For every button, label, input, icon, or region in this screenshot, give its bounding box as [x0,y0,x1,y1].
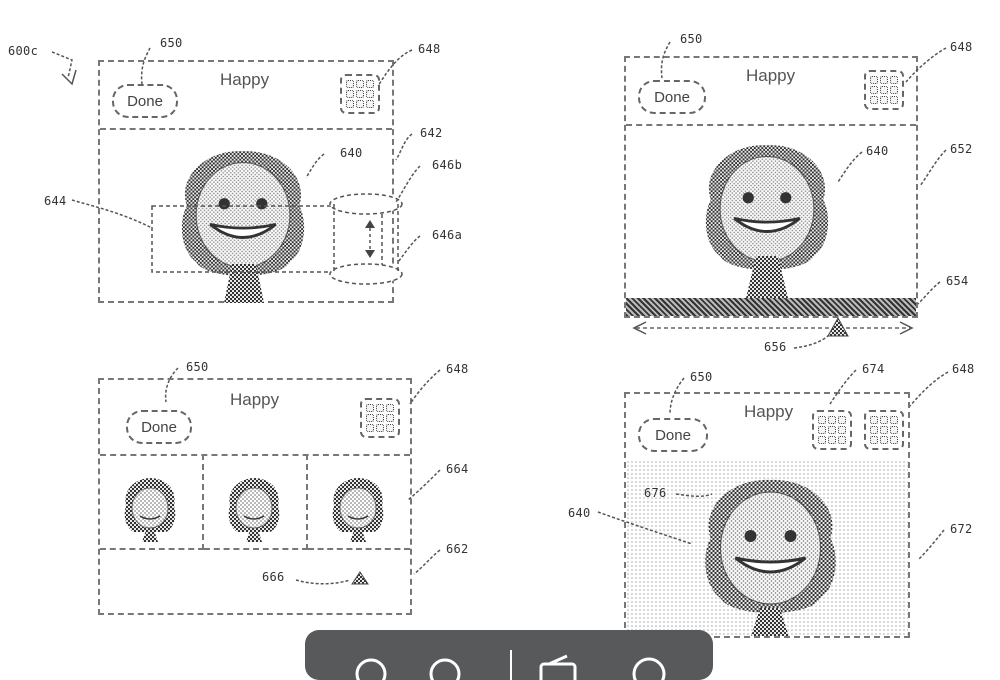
ref-label-672: 672 [950,522,973,536]
ref-label-650: 650 [680,32,703,46]
ref-label-648: 648 [952,362,975,376]
info-icon[interactable] [632,657,666,680]
viewer-toolbar [305,630,713,680]
panel-top-right: Happy Done [624,56,918,318]
effects-grid-icon[interactable] [812,410,852,450]
ref-label-640: 640 [568,506,591,520]
grid-icon[interactable] [340,74,380,114]
ref-label-674: 674 [862,362,885,376]
ref-label-646a: 646a [432,228,463,242]
avatar-option[interactable] [204,454,308,550]
share-icon[interactable] [539,654,577,680]
avatar-image [180,149,306,303]
panel-top-left: Happy Done [98,60,394,303]
grid-icon[interactable] [864,70,904,110]
ref-label-656: 656 [764,340,787,354]
ref-label-652: 652 [950,142,973,156]
panel-header [626,58,916,126]
done-button[interactable]: Done [638,418,708,452]
ref-label-642: 642 [420,126,443,140]
ref-label-676: 676 [644,486,667,500]
ref-label-654: 654 [946,274,969,288]
avatar-image [704,143,830,298]
panel-header [100,380,410,456]
zoom-out-icon[interactable] [355,658,387,680]
ref-label-650: 650 [160,36,183,50]
panel-bottom-left: Happy Done [98,378,412,615]
panel-title: Happy [220,70,270,89]
done-button[interactable]: Done [638,80,706,114]
ref-label-648: 648 [446,362,469,376]
ref-label-644: 644 [44,194,67,208]
done-button[interactable]: Done [112,84,178,118]
panel-title: Happy [744,402,794,421]
done-button[interactable]: Done [126,410,192,444]
ref-label-662: 662 [446,542,469,556]
ref-label-650: 650 [690,370,713,384]
avatar-option[interactable] [308,454,410,550]
panel-bottom-right: Happy Done [624,392,910,638]
ref-label-664: 664 [446,462,469,476]
panel-header [100,62,392,130]
avatar-image [703,478,838,636]
avatar-option[interactable] [100,454,204,550]
zoom-in-icon[interactable] [429,658,461,680]
ref-label-646b: 646b [432,158,463,172]
ref-label-640: 640 [340,146,363,160]
ref-label-650: 650 [186,360,209,374]
slider-track[interactable] [626,298,916,316]
panel-title: Happy [746,66,796,85]
ref-label-648: 648 [418,42,441,56]
grid-icon[interactable] [864,410,904,450]
ref-label-666: 666 [262,570,285,584]
grid-icon[interactable] [360,398,400,438]
ref-label-648: 648 [950,40,973,54]
panel-title: Happy [230,390,280,409]
ref-label-640: 640 [866,144,889,158]
figure-label: 600c [8,44,39,58]
